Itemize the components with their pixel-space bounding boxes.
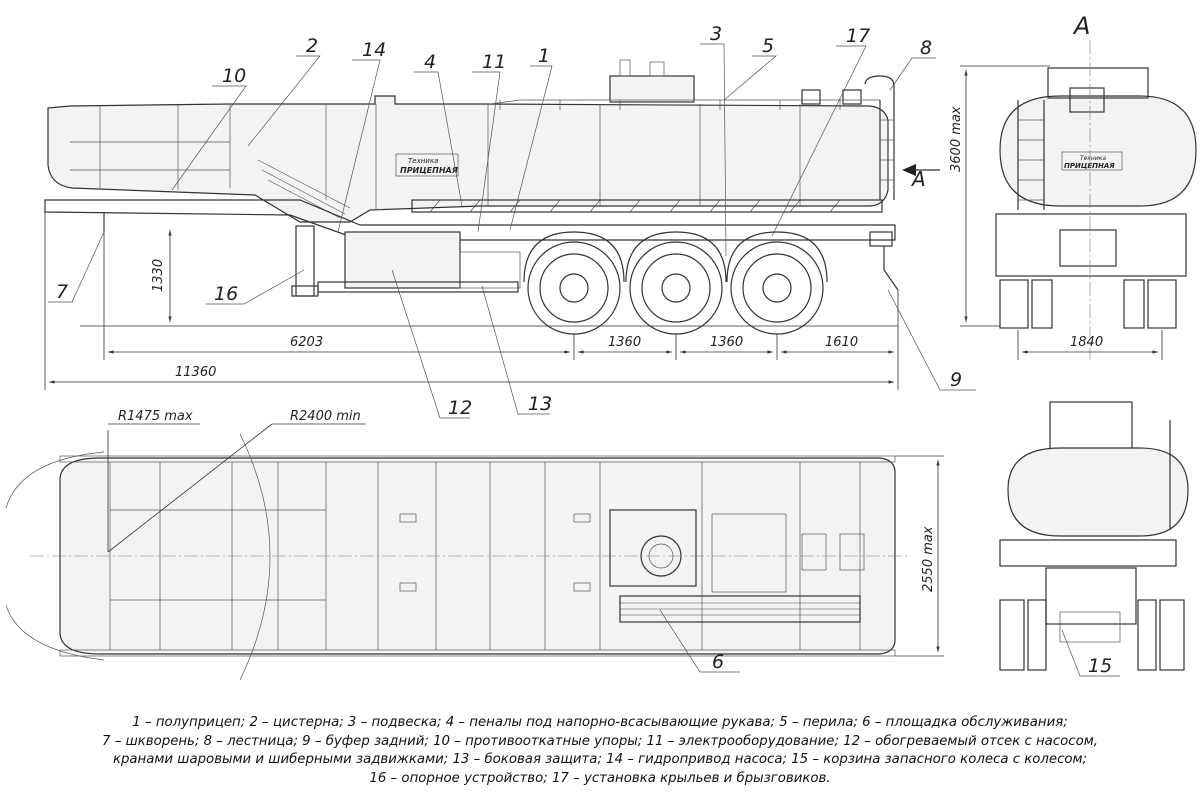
logo-brand-rear: Техника [1080,155,1106,162]
view-arrow: A [902,164,940,191]
logo-model-side: ПРИЦЕПНАЯ [400,166,458,175]
legend: 1 – полуприцеп; 2 – цистерна; 3 – подвес… [0,714,1200,788]
dim-axle-spacing-1: 1360 [608,335,641,350]
dim-max-height: 3600 max [949,106,964,172]
side-dimensions: 6203 1360 1360 1610 11360 1330 [44,212,899,390]
callout-11: 11 [482,51,506,73]
callout-14: 14 [362,39,386,61]
dim-max-width: 2550 max [921,526,936,592]
callout-15: 15 [1088,655,1112,677]
rear-view-bottom [999,401,1189,671]
axle-wheels [523,231,828,335]
logo-model-rear: ПРИЦЕПНАЯ [1064,162,1115,170]
legend-line-2: 7 – шкворень; 8 – лестница; 9 – буфер за… [102,733,1098,749]
dim-rear-overhang: 1610 [825,335,858,350]
callout-17: 17 [846,25,870,47]
dim-overall-length: 11360 [175,365,216,380]
rear-view-a: A Техника ПРИЦЕПНАЯ 3600 max 1840 [949,12,1197,360]
callout-4: 4 [424,51,436,73]
legend-line-4: 16 – опорное устройство; 17 – установка … [369,770,831,786]
top-view: R1475 max R2400 min 2550 max [5,409,944,681]
logo-brand-side: Техника [408,157,438,165]
callout-1: 1 [538,45,550,67]
tank-side [47,95,889,223]
callout-3: 3 [710,23,722,45]
dim-axle-spacing-2: 1360 [710,335,743,350]
callout-10: 10 [222,65,246,87]
callout-5: 5 [762,35,774,57]
dim-front-swing-radius: R1475 max [118,409,193,424]
callout-12: 12 [448,397,472,419]
dim-kingpin-to-axle: 6203 [290,335,323,350]
view-arrow-label: A [910,167,926,191]
callout-7: 7 [56,281,68,303]
dim-coupling-height: 1330 [151,259,166,292]
dim-min-turn-radius: R2400 min [290,409,361,424]
dim-track-width: 1840 [1070,335,1103,350]
legend-line-1: 1 – полуприцеп; 2 – цистерна; 3 – подвес… [132,715,1068,730]
side-view: Техника ПРИЦЕПНАЯ [44,59,899,335]
rear-view-title: A [1072,12,1090,40]
callout-2: 2 [306,35,318,57]
callout-9: 9 [950,369,962,391]
callout-6: 6 [712,651,724,673]
callouts: 1 2 3 4 5 6 7 8 9 10 11 12 13 14 15 16 1… [48,23,1120,677]
callout-16: 16 [214,283,238,305]
callout-13: 13 [528,393,552,415]
callout-8: 8 [920,37,932,59]
legend-line-3: кранами шаровыми и шиберными задвижками;… [112,752,1088,767]
